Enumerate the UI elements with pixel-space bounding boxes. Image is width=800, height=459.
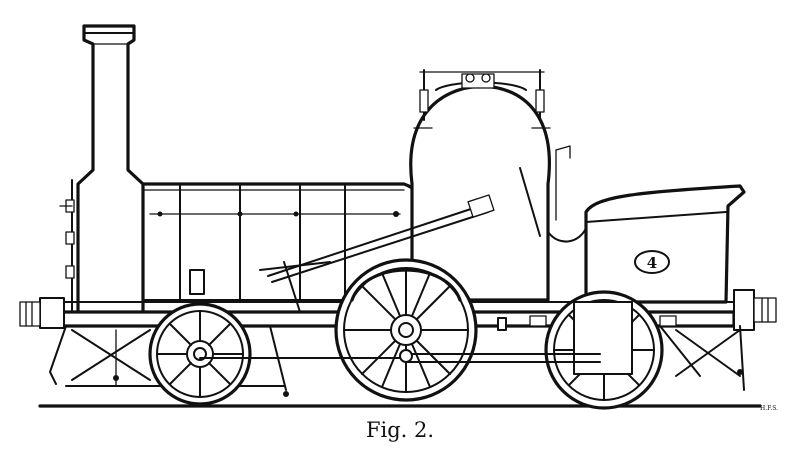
smokebox-front: [59, 179, 75, 321]
figure-caption: Fig. 2.: [365, 418, 435, 442]
boiler: [141, 182, 426, 302]
signature: H.F.S.: [760, 405, 778, 412]
axle-boxes: [529, 315, 701, 377]
rear-buffer: [733, 289, 777, 331]
firebox-dome: [409, 69, 551, 302]
tender: 4: [547, 184, 746, 304]
front-buffer: [19, 297, 65, 329]
chimney: [76, 24, 145, 322]
rear-bracing: [675, 325, 745, 391]
driving-wheel: [334, 258, 478, 402]
trailing-wheel: [544, 290, 664, 410]
engine-number: 4: [647, 254, 657, 272]
leading-wheel: [148, 269, 252, 406]
valve-gear: [113, 261, 743, 397]
